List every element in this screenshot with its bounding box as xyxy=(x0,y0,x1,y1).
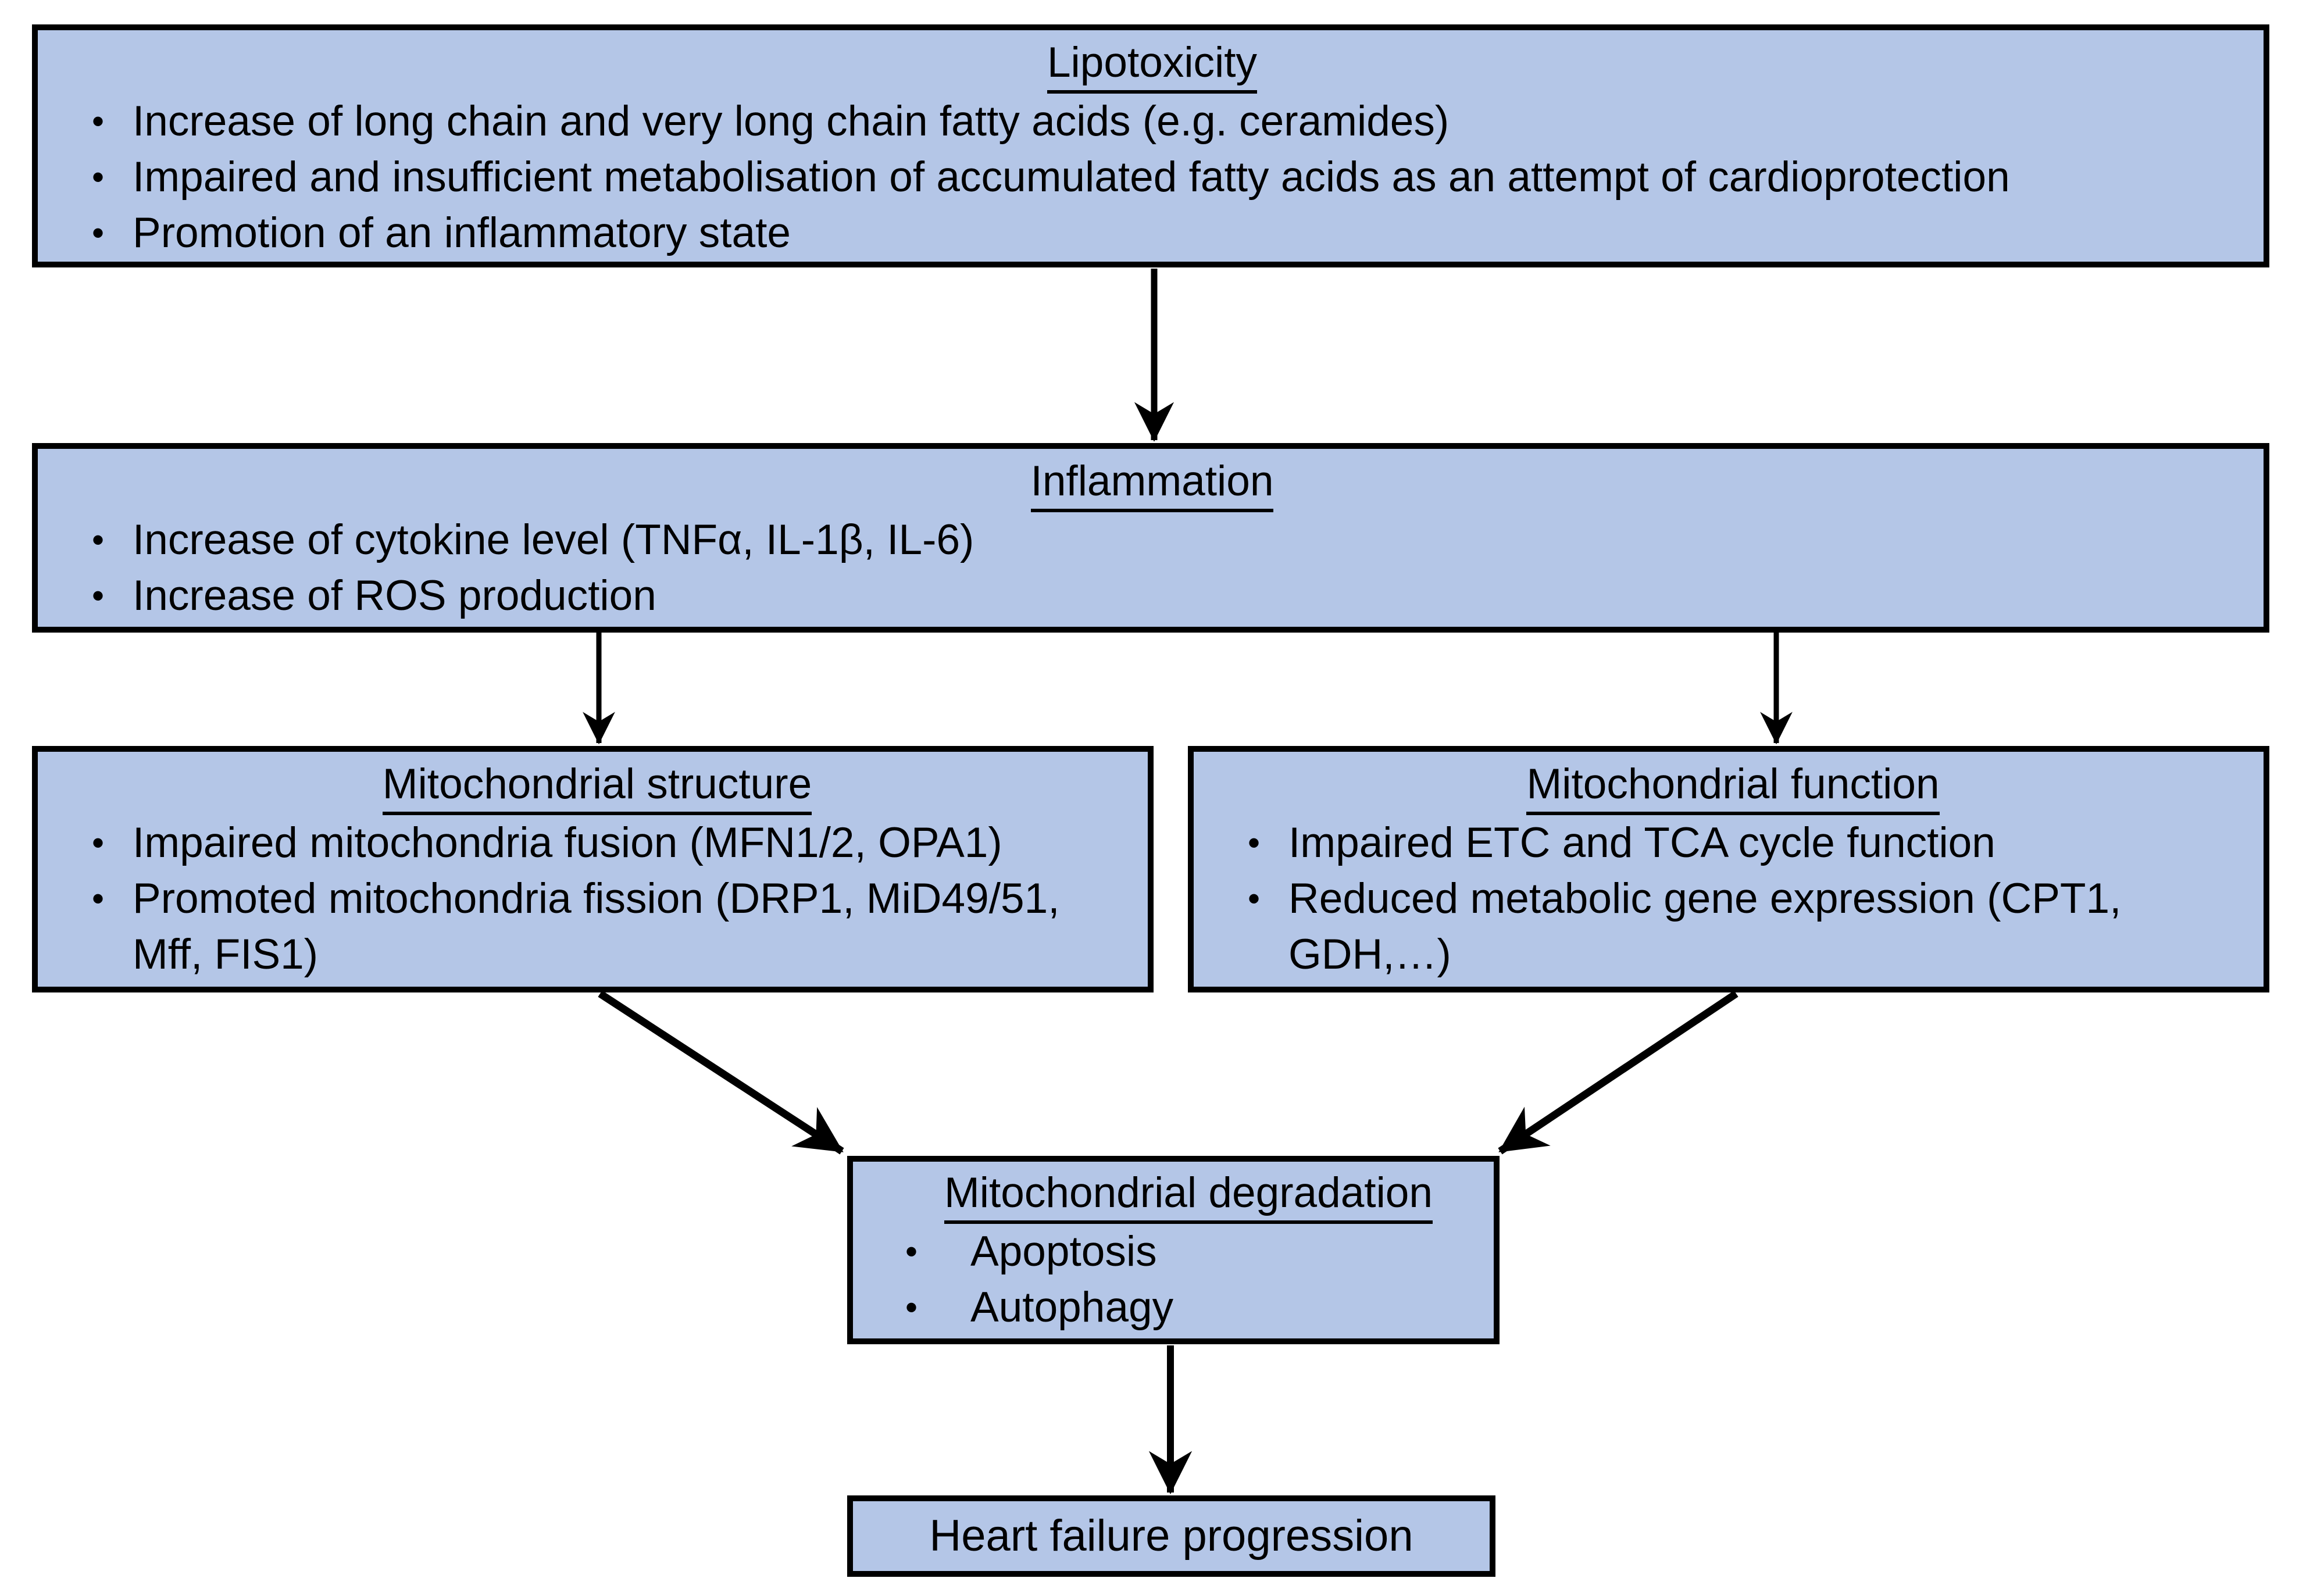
bullet-icon: • xyxy=(905,1288,918,1327)
bullet-icon: • xyxy=(1248,823,1261,862)
list-item: • Promotion of an inflammatory state xyxy=(64,205,2240,261)
list-item: • Increase of cytokine level (TNFα, IL-1… xyxy=(64,512,2240,568)
bullet-text: Impaired mitochondria fusion (MFN1/2, OP… xyxy=(133,819,1002,866)
bullet-icon: • xyxy=(905,1232,918,1271)
list-item: • Impaired and insufficient metabolisati… xyxy=(64,149,2240,205)
list-item: • Increase of ROS production xyxy=(64,568,2240,624)
node-mitochondrial-degradation-title: Mitochondrial degradation xyxy=(895,1165,1482,1224)
node-mitochondrial-structure: Mitochondrial structure • Impaired mitoc… xyxy=(32,746,1154,992)
node-mitochondrial-structure-title: Mitochondrial structure xyxy=(64,756,1130,815)
bullet-text: Apoptosis xyxy=(970,1228,1157,1275)
list-item: • Reduced metabolic gene expression (CPT… xyxy=(1220,871,2246,983)
node-heart-failure-progression: Heart failure progression xyxy=(847,1495,1495,1577)
arrow-structure-to-degradation xyxy=(598,990,844,1155)
list-item: • Apoptosis xyxy=(895,1224,1482,1280)
bullet-icon: • xyxy=(1248,879,1261,918)
bullet-text: Reduced metabolic gene expression (CPT1,… xyxy=(1288,875,2122,978)
bullet-icon: • xyxy=(92,879,105,918)
node-mitochondrial-function-title: Mitochondrial function xyxy=(1220,756,2246,815)
bullet-text: Impaired ETC and TCA cycle function xyxy=(1288,819,1995,866)
bullet-text: Promoted mitochondria fission (DRP1, MiD… xyxy=(133,875,1060,978)
node-inflammation-title: Inflammation xyxy=(64,454,2240,512)
node-mitochondrial-degradation: Mitochondrial degradation • Apoptosis • … xyxy=(847,1156,1500,1344)
node-lipotoxicity: Lipotoxicity • Increase of long chain an… xyxy=(32,24,2269,267)
bullet-text: Increase of cytokine level (TNFα, IL-1β,… xyxy=(133,516,974,563)
bullet-icon: • xyxy=(92,213,105,252)
list-item: • Impaired ETC and TCA cycle function xyxy=(1220,815,2246,871)
node-mitochondrial-function: Mitochondrial function • Impaired ETC an… xyxy=(1188,746,2269,992)
list-item: • Autophagy xyxy=(895,1280,1482,1336)
bullet-text: Increase of ROS production xyxy=(133,572,656,619)
bullet-icon: • xyxy=(92,520,105,559)
bullet-text: Increase of long chain and very long cha… xyxy=(133,98,1450,145)
node-inflammation: Inflammation • Increase of cytokine leve… xyxy=(32,443,2269,633)
bullet-icon: • xyxy=(92,102,105,141)
bullet-icon: • xyxy=(92,576,105,615)
node-heart-failure-progression-title: Heart failure progression xyxy=(929,1511,1413,1561)
bullet-icon: • xyxy=(92,158,105,197)
bullet-icon: • xyxy=(92,823,105,862)
bullet-text: Promotion of an inflammatory state xyxy=(133,209,791,256)
list-item: • Impaired mitochondria fusion (MFN1/2, … xyxy=(64,815,1130,871)
arrow-function-to-degradation xyxy=(1498,990,1738,1155)
bullet-text: Autophagy xyxy=(970,1284,1174,1331)
list-item: • Promoted mitochondria fission (DRP1, M… xyxy=(64,871,1130,983)
bullet-text: Impaired and insufficient metabolisation… xyxy=(133,153,2010,201)
node-lipotoxicity-title: Lipotoxicity xyxy=(64,35,2240,94)
list-item: • Increase of long chain and very long c… xyxy=(64,94,2240,149)
